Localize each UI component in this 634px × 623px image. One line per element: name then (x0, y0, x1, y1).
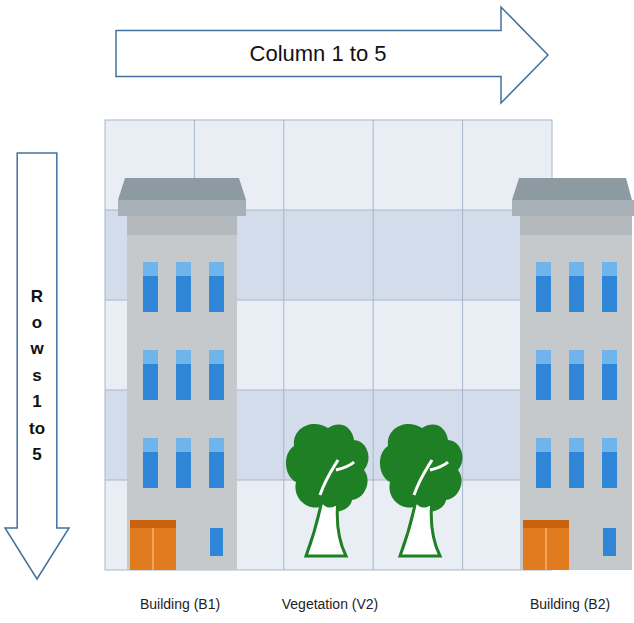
caption-label: Building (B1) (140, 596, 220, 612)
building-b1 (118, 178, 246, 570)
caption-label: Building (B2) (530, 596, 610, 612)
caption-label: Vegetation (V2) (282, 596, 379, 612)
tree (380, 424, 463, 556)
rows-arrow: Rows 1 to 5 (4, 152, 70, 580)
building-b2 (512, 178, 634, 570)
axis-title: Column 1 to 5 (250, 41, 387, 67)
tree (286, 424, 369, 556)
axis-title-vertical: Rows 1 to 5 (29, 284, 46, 468)
column-arrow: Column 1 to 5 (115, 6, 549, 104)
